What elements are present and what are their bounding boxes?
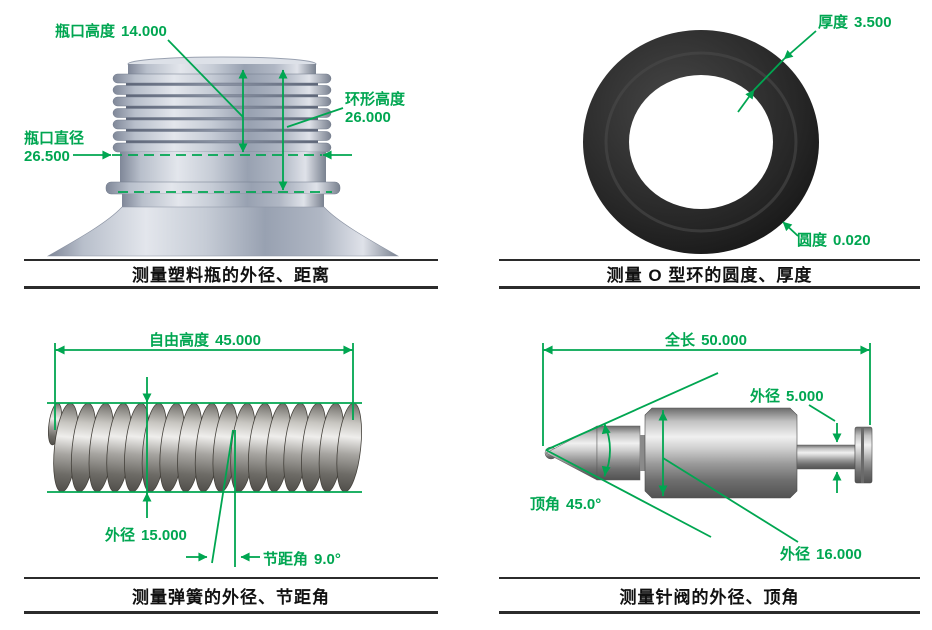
oring-illustration [583,30,819,254]
ring-height-label: 环形高度 [345,90,406,108]
bottle-shoulder [46,206,400,257]
valve-waist [640,435,646,471]
spring-illustration [47,402,362,493]
caption-needle-valve-text: 测量针阀的外径、顶角 [619,587,800,607]
needle-valve-illustration [544,407,873,499]
caption-bottle: 测量塑料瓶的外径、距离 [24,259,438,289]
caption-oring: 测量 O 型环的圆度、厚度 [499,259,920,289]
valve-body [644,407,798,499]
valve-collar [596,425,641,481]
spring-coils [53,402,362,493]
bottle-illustration [46,56,400,257]
caption-spring-text: 测量弹簧的外径、节距角 [132,587,330,607]
caption-oring-text: 测量 O 型环的圆度、厚度 [606,266,813,285]
caption-bottle-text: 测量塑料瓶的外径、距离 [132,266,330,285]
mouth-diameter-label: 瓶口直径 [24,129,84,147]
valve-shaft [796,444,856,470]
bottle-thread-ribs [112,73,332,153]
ring-height-value: 26.000 [345,109,391,126]
mouth-diameter-value: 26.500 [24,148,70,165]
caption-needle-valve: 测量针阀的外径、顶角 [499,577,920,614]
caption-spring: 测量弹簧的外径、节距角 [24,577,438,614]
